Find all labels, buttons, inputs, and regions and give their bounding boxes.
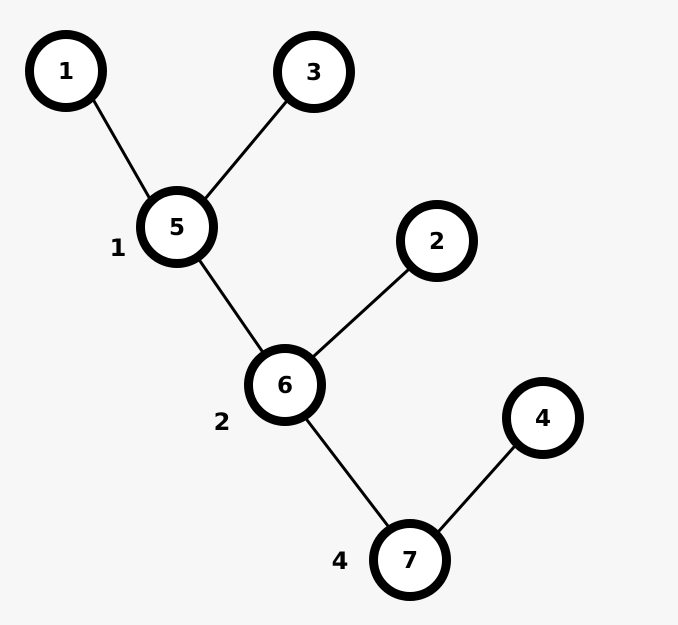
node-label: 7 (402, 548, 418, 574)
edge-weight-label: 1 (110, 234, 127, 262)
edge-weight-label: 4 (332, 547, 349, 575)
node-label: 3 (306, 60, 322, 86)
node-circle[interactable] (25, 30, 107, 112)
node-circle[interactable] (136, 186, 218, 268)
node-circle[interactable] (244, 344, 326, 426)
graph-node[interactable]: 5 (136, 186, 218, 268)
edges-layer (92, 99, 516, 533)
graph-edge (437, 445, 516, 533)
graph-edge (203, 100, 288, 201)
node-circle[interactable] (502, 377, 584, 459)
graph-node[interactable]: 7 (369, 519, 451, 601)
edge-labels-layer: 1 2 4 (110, 234, 349, 575)
graph-node[interactable]: 1 (25, 30, 107, 112)
node-circle[interactable] (273, 31, 355, 113)
nodes-layer: 1 3 5 2 6 4 7 (25, 30, 584, 601)
graph-edge (305, 418, 390, 528)
graph-edge (198, 259, 264, 353)
node-label: 6 (277, 373, 293, 399)
node-label: 2 (429, 229, 445, 255)
node-label: 4 (535, 406, 551, 432)
node-circle[interactable] (396, 200, 478, 282)
graph-edge (312, 268, 410, 358)
graph-edge (92, 99, 152, 201)
graph-node[interactable]: 4 (502, 377, 584, 459)
node-label: 5 (169, 215, 185, 241)
node-label: 1 (58, 59, 74, 85)
graph-node[interactable]: 3 (273, 31, 355, 113)
graph-node[interactable]: 6 (244, 344, 326, 426)
graph-node[interactable]: 2 (396, 200, 478, 282)
node-circle[interactable] (369, 519, 451, 601)
edge-weight-label: 2 (214, 408, 231, 436)
